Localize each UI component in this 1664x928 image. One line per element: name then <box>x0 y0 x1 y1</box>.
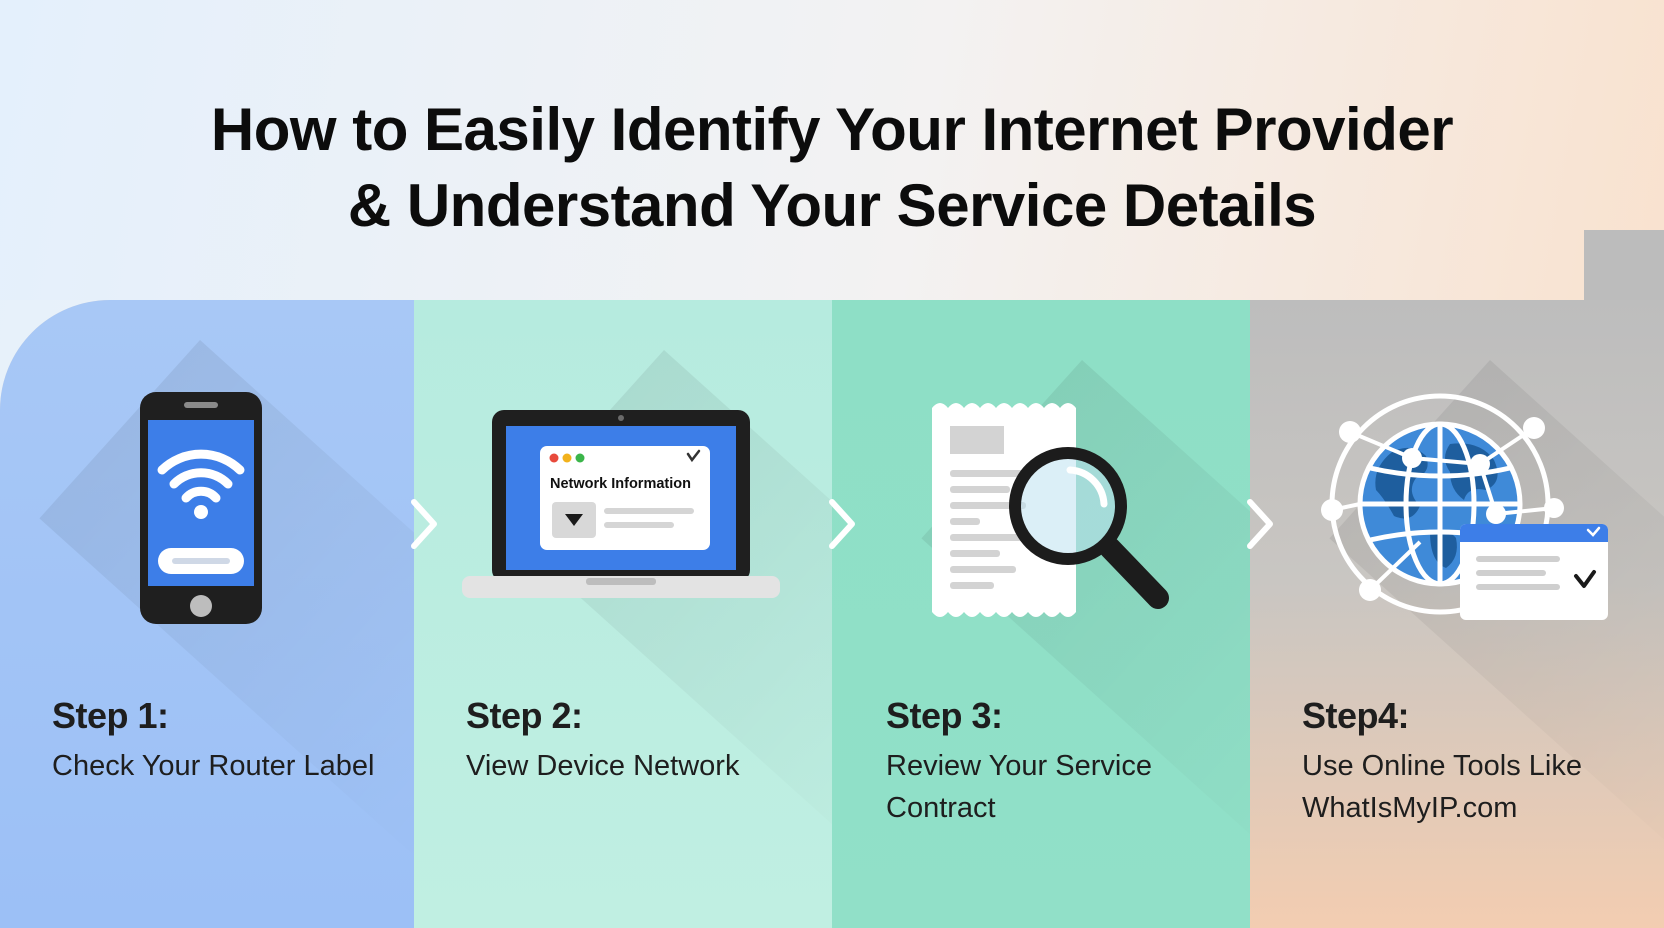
contract-magnifier-icon <box>932 403 1169 617</box>
network-information-text: Network Information <box>550 476 691 492</box>
chevron-right-icon <box>829 499 855 549</box>
step-2-description: View Device Network <box>466 750 740 782</box>
title-line-2: & Understand Your Service Details <box>347 172 1317 239</box>
step-2-label: Step 2: <box>466 695 583 736</box>
smartphone-wifi-icon <box>140 392 262 624</box>
steps-row: Step 1: Check Your Router Label Network … <box>0 300 1664 928</box>
step-4-description: Use Online Tools Like WhatIsMyIP.com <box>1302 750 1582 824</box>
page-title: How to Easily Identify Your Internet Pro… <box>82 92 1582 244</box>
corner-fill <box>1584 230 1664 310</box>
step-panel-2: Network Information Step 2: View Device … <box>414 300 832 928</box>
step-panel-4: Step4: Use Online Tools Like WhatIsMyIP.… <box>1250 300 1664 928</box>
header-banner: How to Easily Identify Your Internet Pro… <box>0 0 1664 300</box>
step-3-description: Review Your Service Contract <box>886 750 1152 824</box>
step-panel-3: Step 3: Review Your Service Contract <box>832 300 1250 928</box>
laptop-network-info-icon: Network Information <box>462 410 780 598</box>
step-panel-1: Step 1: Check Your Router Label <box>0 300 414 928</box>
title-line-1: How to Easily Identify Your Internet Pro… <box>210 96 1454 163</box>
step-1-description: Check Your Router Label <box>52 750 375 782</box>
chevron-right-icon <box>1247 499 1273 549</box>
globe-network-icon <box>1321 393 1608 620</box>
chevron-right-icon <box>411 499 437 549</box>
step-3-label: Step 3: <box>886 695 1003 736</box>
step-4-label: Step4: <box>1302 695 1410 736</box>
step-1-label: Step 1: <box>52 695 169 736</box>
